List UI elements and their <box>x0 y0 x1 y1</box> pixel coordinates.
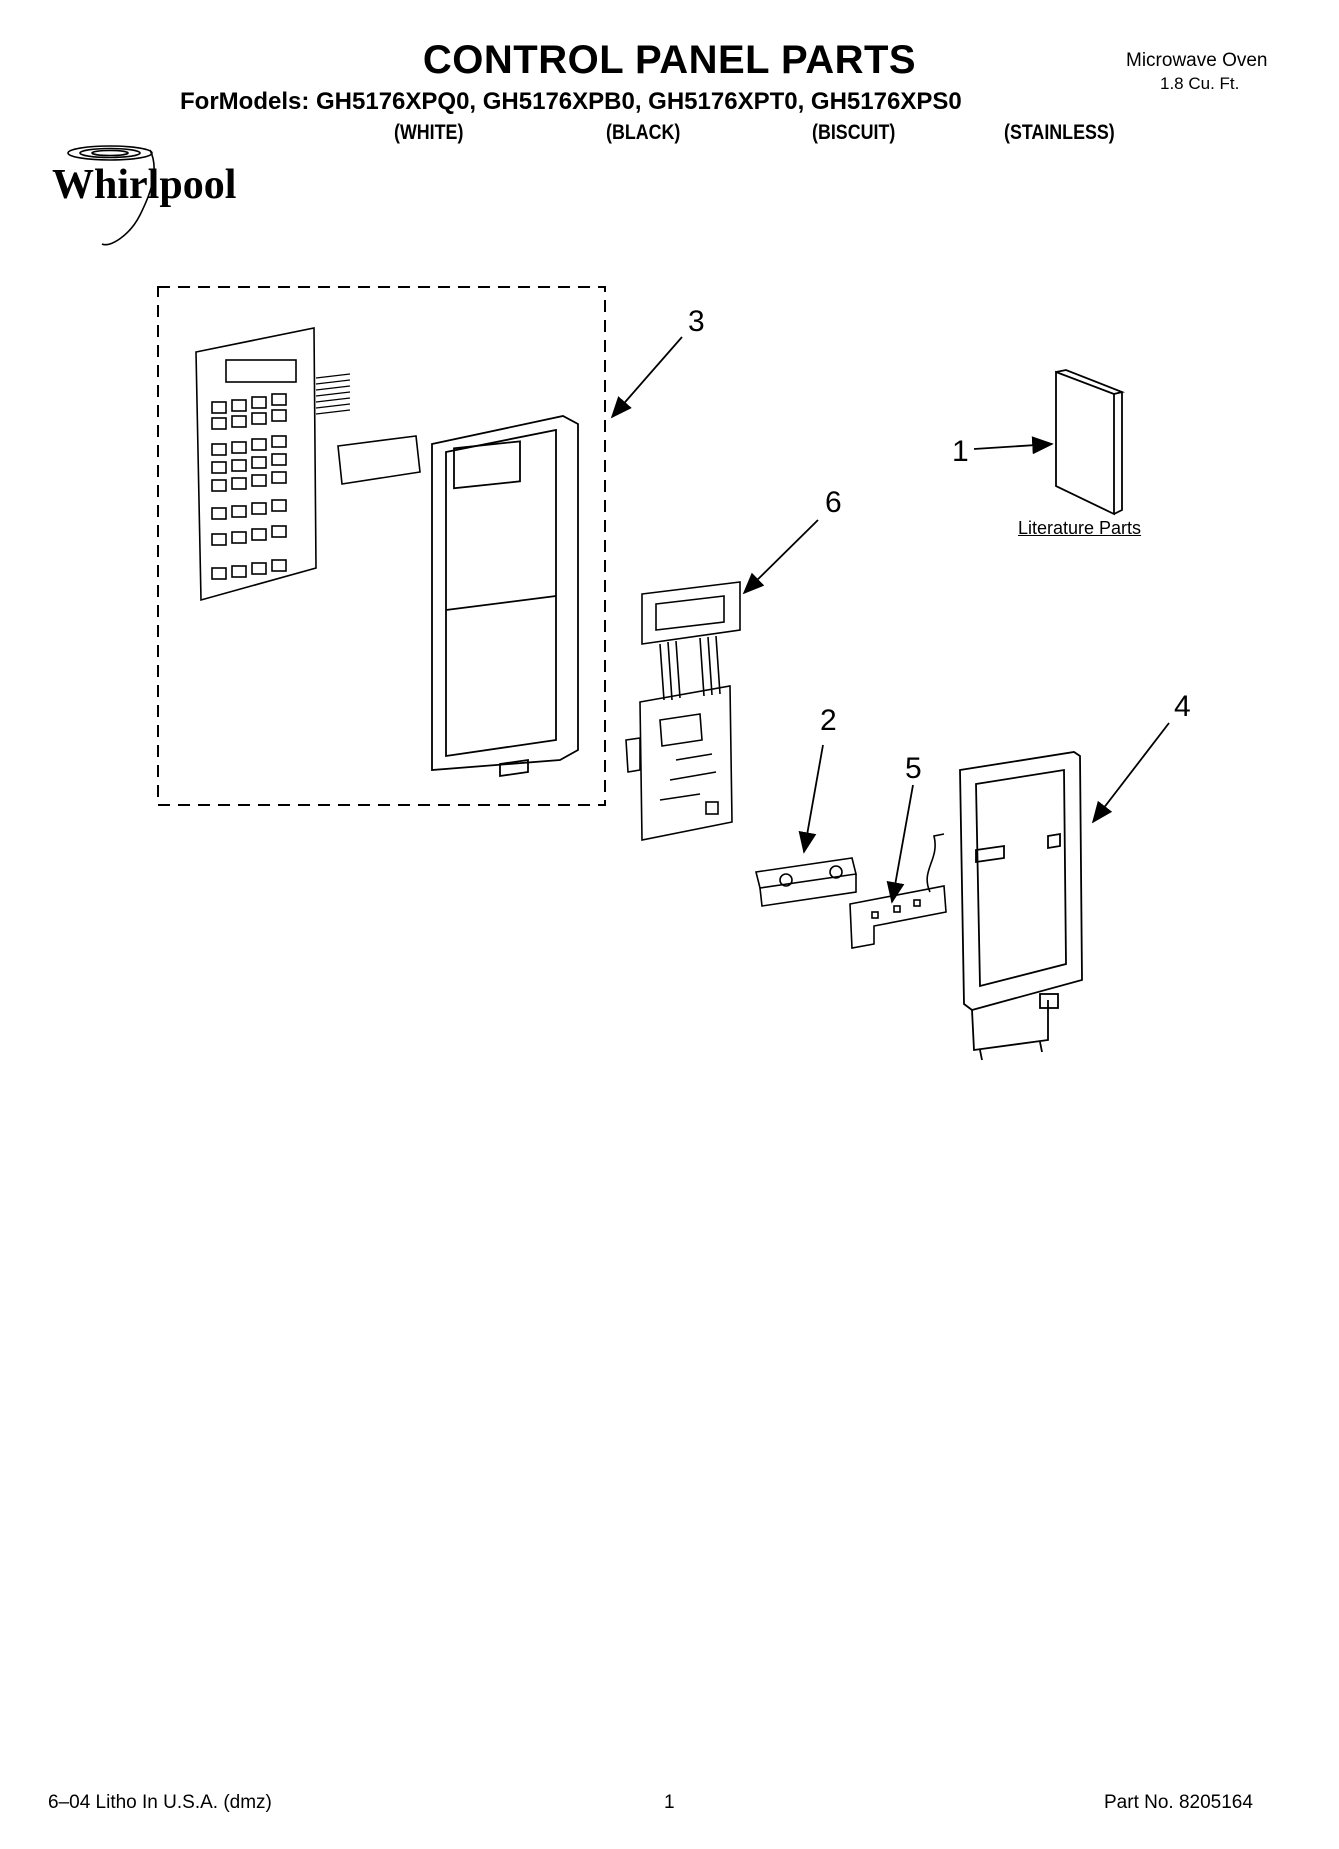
color-black: (BLACK) <box>606 121 681 144</box>
callout-6: 6 <box>825 486 842 519</box>
leader-6 <box>742 519 819 595</box>
leader-3 <box>610 336 683 419</box>
switch-2 <box>755 857 857 907</box>
literature-booklet-1 <box>1055 369 1125 516</box>
leader-2 <box>798 744 824 854</box>
leader-5 <box>886 784 914 904</box>
footer-part-number: Part No. 8205164 <box>1104 1792 1253 1813</box>
leader-1 <box>973 436 1054 455</box>
page-title: CONTROL PANEL PARTS <box>422 38 917 82</box>
display-board-6 <box>641 581 741 701</box>
callout-2: 2 <box>820 704 837 737</box>
color-biscuit: (BISCUIT) <box>812 121 896 144</box>
callout-3: 3 <box>688 305 705 338</box>
assembly-dashed-box <box>157 286 606 806</box>
whirlpool-logo: Whirlpool <box>52 145 236 246</box>
display-window <box>337 435 421 485</box>
control-board <box>625 685 733 841</box>
literature-parts-label: Literature Parts <box>1018 518 1142 538</box>
control-panel-frame <box>431 415 579 778</box>
logo-text: Whirlpool <box>52 162 236 208</box>
callout-5: 5 <box>905 752 922 785</box>
footer-litho: 6–04 Litho In U.S.A. (dmz) <box>48 1792 272 1813</box>
footer-page-number: 1 <box>664 1792 675 1813</box>
product-capacity: 1.8 Cu. Ft. <box>1160 74 1240 93</box>
sensor-board-5 <box>849 833 947 949</box>
callout-4: 4 <box>1174 690 1191 723</box>
callout-1: 1 <box>952 435 969 468</box>
models-line: ForModels: GH5176XPQ0, GH5176XPB0, GH517… <box>180 88 962 115</box>
product-type: Microwave Oven <box>1126 50 1268 71</box>
keypad-membrane <box>195 327 351 602</box>
color-stainless: (STAINLESS) <box>1004 121 1115 144</box>
chassis-bracket-4 <box>959 751 1083 1061</box>
leader-4 <box>1091 722 1170 824</box>
color-white: (WHITE) <box>394 121 464 144</box>
